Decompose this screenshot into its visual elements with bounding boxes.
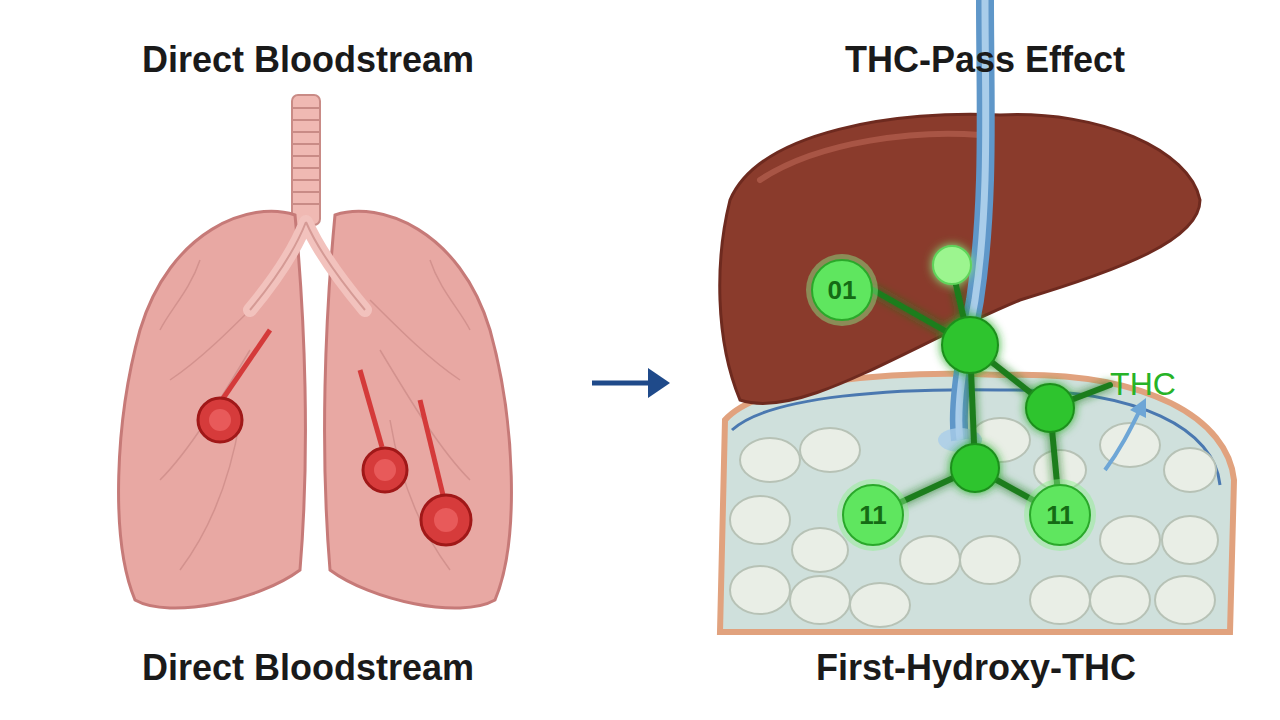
lungs — [119, 95, 512, 608]
process-arrow — [592, 368, 670, 398]
atom-number: 11 — [842, 484, 904, 546]
caption-heading: First-Hydroxy-THC — [816, 646, 1136, 689]
atom-circle: 11 — [842, 484, 904, 546]
molecule-label: THC — [1110, 365, 1176, 403]
atom-circle: 01 — [811, 259, 873, 321]
caption-heading: Direct Bloodstream — [142, 38, 474, 81]
intestines — [720, 374, 1234, 632]
atom-number: 01 — [811, 259, 873, 321]
atom-circle: 11 — [1029, 484, 1091, 546]
atom-number: 11 — [1029, 484, 1091, 546]
liver — [720, 114, 1200, 403]
molecule — [873, 246, 1110, 515]
caption-heading: THC-Pass Effect — [845, 38, 1125, 81]
caption-heading: Direct Bloodstream — [142, 646, 474, 689]
